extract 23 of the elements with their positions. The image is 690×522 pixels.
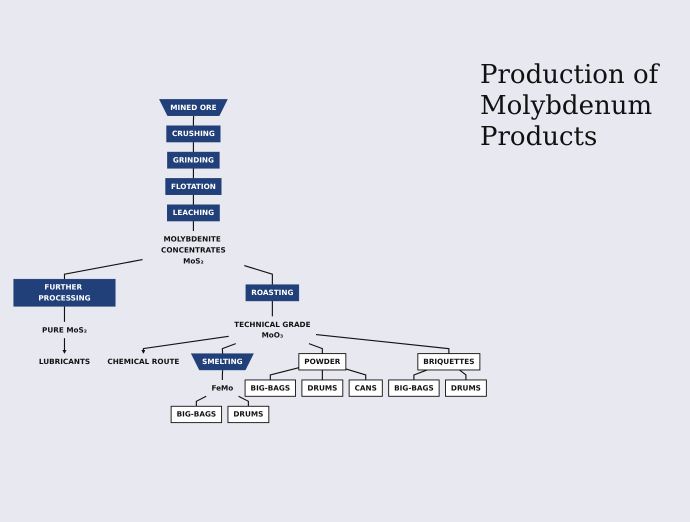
connector <box>413 369 428 380</box>
connector <box>222 370 224 380</box>
connector <box>192 116 194 126</box>
connector <box>192 168 194 178</box>
connector <box>192 194 194 205</box>
diagram-title: Production of Molybdenum Products <box>480 60 661 154</box>
connector <box>272 300 273 316</box>
connector <box>270 367 299 380</box>
connector <box>64 306 66 322</box>
connector <box>346 368 366 380</box>
connector <box>222 343 236 354</box>
connector <box>244 265 273 285</box>
connector <box>64 259 143 280</box>
connector <box>308 343 323 354</box>
connector <box>316 334 450 354</box>
arrow <box>141 336 229 354</box>
connector <box>196 396 206 406</box>
arrow <box>62 338 66 354</box>
connector <box>459 370 466 380</box>
connector <box>322 370 323 380</box>
connector <box>238 396 249 406</box>
connector <box>192 221 194 232</box>
connector <box>192 142 194 152</box>
